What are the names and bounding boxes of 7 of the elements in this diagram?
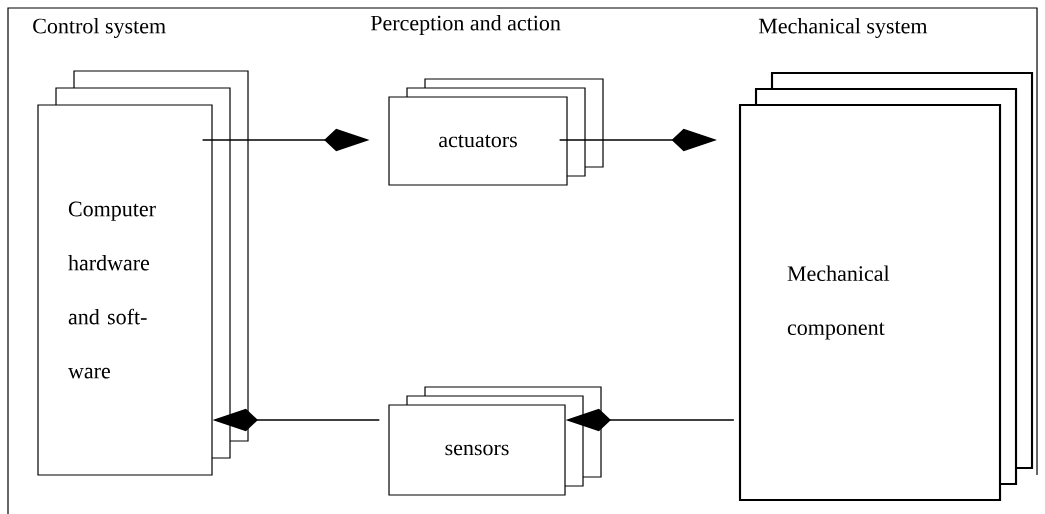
section-heading: Perception and action <box>370 15 561 35</box>
stacked-box: Computer hardware and soft- ware <box>37 70 249 476</box>
stacked-box: Mechanical component <box>738 71 1034 502</box>
stacked-box: sensors <box>388 386 602 496</box>
section-heading: Control system <box>33 18 166 38</box>
stacked-box: actuators <box>388 78 604 186</box>
section-heading: Mechanical system <box>758 18 928 38</box>
